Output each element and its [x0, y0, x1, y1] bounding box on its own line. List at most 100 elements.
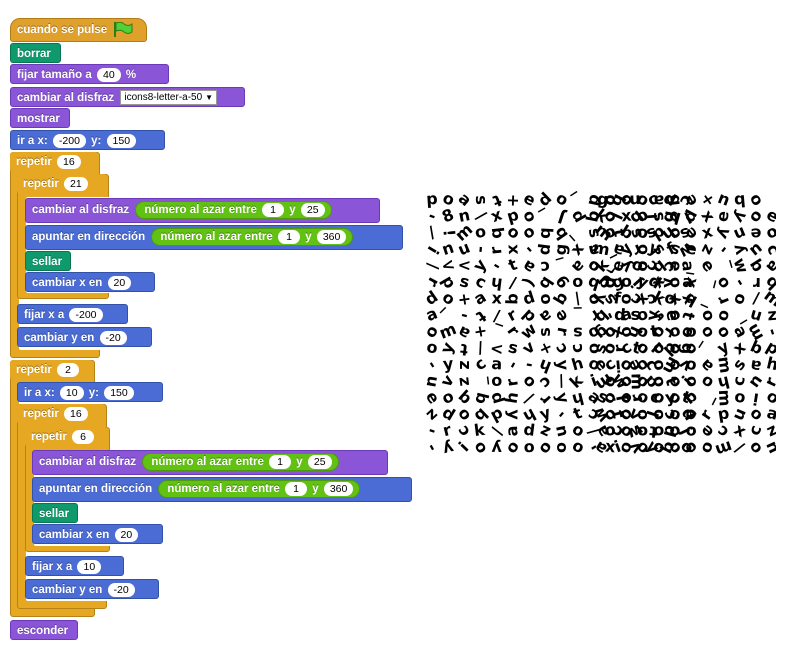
stamped-letter: b	[488, 226, 508, 239]
repeat-header-mid-2[interactable]: repetir 16	[17, 404, 105, 424]
repeat-header-inner-1[interactable]: repetir 21	[17, 174, 107, 194]
repeat-label: repetir	[31, 431, 67, 443]
random-from-input[interactable]: 1	[269, 454, 292, 469]
set-x-block-2[interactable]: fijar x a 10	[25, 556, 124, 576]
set-x-input[interactable]: -200	[69, 307, 103, 322]
switch-costume-label: cambiar al disfraz	[32, 204, 130, 216]
stamped-letter: z	[698, 242, 719, 259]
show-block[interactable]: mostrar	[10, 108, 70, 128]
repeat-header-inner-2[interactable]: repetir 6	[25, 427, 108, 447]
random-from-input[interactable]: 1	[285, 481, 307, 496]
set-size-block[interactable]: fijar tamaño a 40 %	[10, 64, 169, 84]
change-y-block-2[interactable]: cambiar y en -20	[25, 579, 159, 599]
stamped-letter: p	[716, 403, 730, 424]
stamped-letter: o	[650, 408, 670, 420]
change-y-block-1[interactable]: cambiar y en -20	[17, 327, 152, 347]
when-flag-clicked-block[interactable]: cuando se pulse	[10, 18, 147, 42]
stamped-letter: /	[752, 288, 761, 308]
stamped-letter-overlap: c	[646, 290, 659, 310]
pick-random-operator[interactable]: número al azar entre 1 y 360	[151, 227, 354, 246]
stamped-letter-overlap: d	[613, 305, 626, 325]
pick-random-operator[interactable]: número al azar entre 1 y 360	[158, 479, 361, 498]
stamped-letter-overlap: g	[597, 189, 610, 209]
stamped-letter: ʎ	[730, 242, 751, 257]
change-y-input[interactable]: -20	[99, 330, 127, 345]
random-from-input[interactable]: 1	[262, 202, 285, 217]
random-from-input[interactable]: 1	[278, 229, 300, 244]
stamped-letter: o	[632, 244, 651, 255]
stamp-block-1[interactable]: sellar	[25, 251, 71, 271]
switch-costume-random-block-2[interactable]: cambiar al disfraz número al azar entre …	[32, 450, 388, 475]
hide-block[interactable]: esconder	[10, 620, 78, 640]
goto-y-input[interactable]: 150	[106, 133, 137, 148]
stamped-letter: <	[457, 255, 471, 274]
repeat-header-outer-1[interactable]: repetir 16	[10, 152, 98, 172]
stamped-letter: o	[519, 207, 541, 224]
stamped-letter: o	[615, 325, 636, 339]
pick-random-operator[interactable]: número al azar entre 1 y 25	[135, 200, 332, 219]
switch-costume-random-block-1[interactable]: cambiar al disfraz número al azar entre …	[25, 198, 380, 223]
stamped-letter: ʇ	[460, 338, 470, 358]
repeat-count-input[interactable]: 16	[64, 406, 88, 421]
stamped-letter: z	[456, 360, 475, 369]
change-x-label: cambiar x en	[32, 277, 103, 289]
stamped-letter: ɯ	[713, 389, 733, 407]
stamped-letter: q	[585, 209, 606, 224]
switch-costume-block[interactable]: cambiar al disfraz icons8-letter-a-50▼	[10, 87, 245, 107]
goto-xy-block-2[interactable]: ir a x: 10 y: 150	[17, 382, 163, 402]
stamped-letter: e	[666, 260, 686, 273]
stamped-letter: ɯ	[744, 320, 769, 344]
goto-y-input[interactable]: 150	[104, 385, 134, 400]
random-to-input[interactable]: 360	[316, 229, 347, 244]
costume-dropdown[interactable]: icons8-letter-a-50▼	[120, 90, 218, 106]
stamped-letter-overlap: e	[662, 309, 682, 323]
set-x-block-1[interactable]: fijar x a -200	[17, 304, 128, 324]
pick-random-operator[interactable]: número al azar entre 1 y 25	[142, 452, 339, 471]
goto-x-input[interactable]: 10	[59, 385, 84, 400]
stamped-letter-overlap: a	[682, 272, 693, 291]
random-to-input[interactable]: 25	[307, 454, 332, 469]
change-x-block-2[interactable]: cambiar x en 20	[32, 524, 163, 544]
set-x-label: fijar x a	[24, 309, 65, 321]
stamped-letter: ʞ	[474, 422, 488, 442]
change-x-input[interactable]: 20	[114, 527, 139, 542]
stamped-letter: q	[551, 290, 573, 310]
change-y-input[interactable]: -20	[107, 582, 135, 597]
repeat-count-input[interactable]: 21	[64, 176, 88, 191]
goto-xy-block-1[interactable]: ir a x: -200 y: 150	[10, 130, 165, 150]
stamped-letter: g	[666, 193, 686, 206]
stamped-letter: i	[752, 389, 760, 409]
repeat-count-input[interactable]: 2	[57, 362, 79, 377]
stamp-block-2[interactable]: sellar	[32, 503, 78, 523]
stamped-letter: o	[620, 274, 633, 294]
goto-y-label: y:	[91, 135, 102, 147]
size-input[interactable]: 40	[96, 67, 121, 82]
point-direction-block-1[interactable]: apuntar en dirección número al azar entr…	[25, 225, 403, 250]
change-x-block-1[interactable]: cambiar x en 20	[25, 272, 155, 292]
stamped-letter: o	[746, 207, 768, 227]
stamped-letter: ɥ	[570, 355, 586, 376]
repeat-count-input[interactable]: 16	[57, 154, 81, 169]
stamped-letter: e	[712, 210, 732, 224]
point-direction-block-2[interactable]: apuntar en dirección número al azar entr…	[32, 477, 412, 502]
stamped-letter: o	[501, 437, 523, 456]
repeat-header-outer-2[interactable]: repetir 2	[10, 360, 93, 380]
stamped-letter: ɔ	[540, 255, 551, 275]
repeat-count-input[interactable]: 6	[72, 429, 94, 444]
stamped-letter-overlap: o	[663, 288, 677, 309]
stamped-letter: ^	[602, 256, 619, 277]
goto-x-input[interactable]: -200	[52, 133, 86, 148]
stamped-letter: d	[584, 193, 605, 208]
stamped-letter: ɔ	[455, 421, 476, 439]
stamped-letter: o	[733, 389, 747, 409]
stamped-letter: o	[668, 323, 683, 344]
random-and-label: y	[305, 230, 312, 243]
random-to-input[interactable]: 360	[323, 481, 354, 496]
stamped-letter-overlap: r	[626, 393, 646, 404]
random-to-input[interactable]: 25	[300, 202, 325, 217]
stamped-letter: z	[455, 376, 475, 388]
stamped-letter: ɥ	[519, 403, 538, 425]
clear-block[interactable]: borrar	[10, 43, 61, 63]
set-x-input[interactable]: 10	[77, 559, 102, 574]
change-x-input[interactable]: 20	[107, 275, 132, 290]
